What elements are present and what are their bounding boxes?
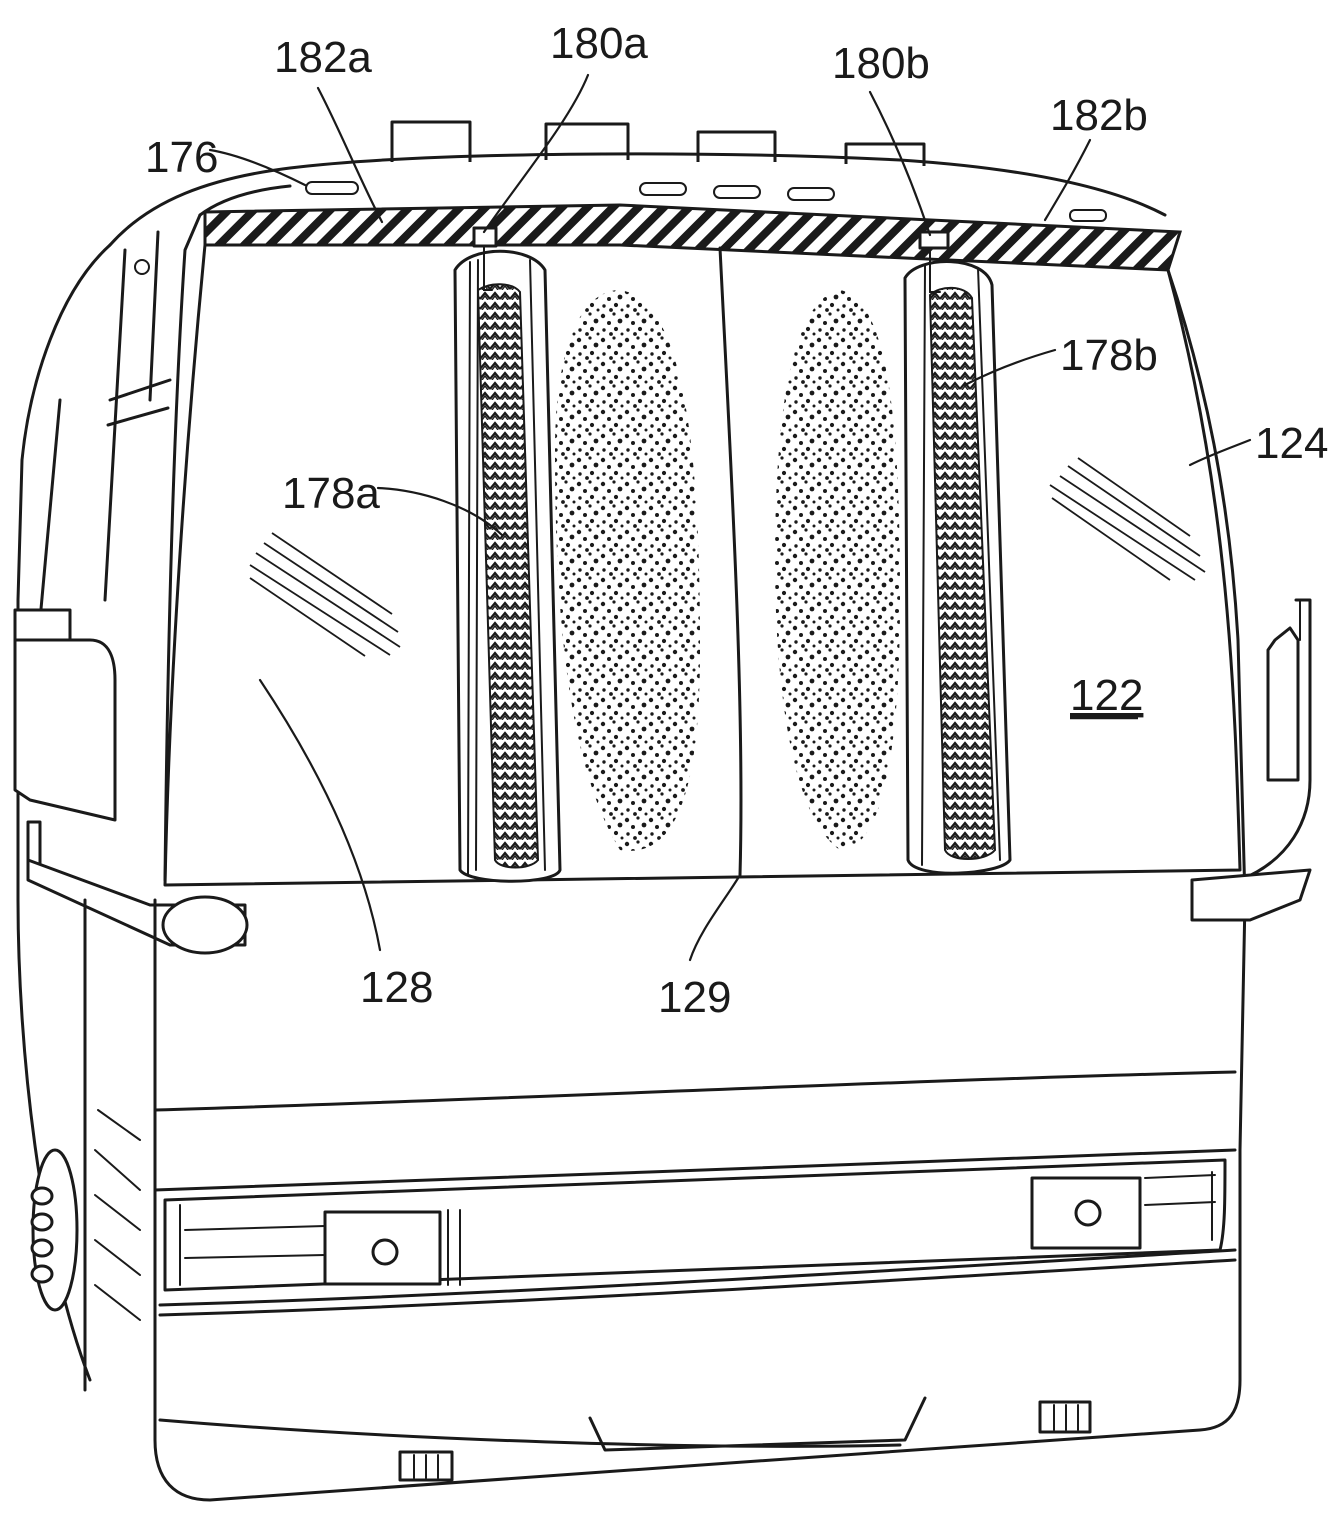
wiper-178b <box>903 230 1012 875</box>
label-122: 122 <box>1070 671 1143 720</box>
reference-labels: 176 182a 180a 180b 182b 178b 124 178a 12… <box>145 19 1328 1022</box>
label-180a: 180a <box>550 19 648 68</box>
label-129: 129 <box>658 973 731 1022</box>
glass-glare-left <box>249 532 401 657</box>
seal-strip-182 <box>203 203 1183 272</box>
leader-lines <box>208 73 1252 962</box>
label-178a: 178a <box>282 469 380 518</box>
label-180b: 180b <box>832 39 930 88</box>
glass-glare-right <box>1049 457 1206 581</box>
label-128: 128 <box>360 963 433 1012</box>
windshield-122 <box>163 243 1242 887</box>
bus-left-side <box>13 213 249 1392</box>
label-176: 176 <box>145 133 218 182</box>
front-body <box>153 898 1242 1502</box>
label-124: 124 <box>1255 419 1328 468</box>
wiper-swept-areas <box>555 290 900 851</box>
wiper-178a <box>453 226 562 883</box>
label-182b: 182b <box>1050 91 1148 140</box>
label-178b: 178b <box>1060 331 1158 380</box>
label-182a: 182a <box>274 33 372 82</box>
roof-boxes <box>390 120 926 166</box>
bus-right-side <box>1166 268 1312 1152</box>
